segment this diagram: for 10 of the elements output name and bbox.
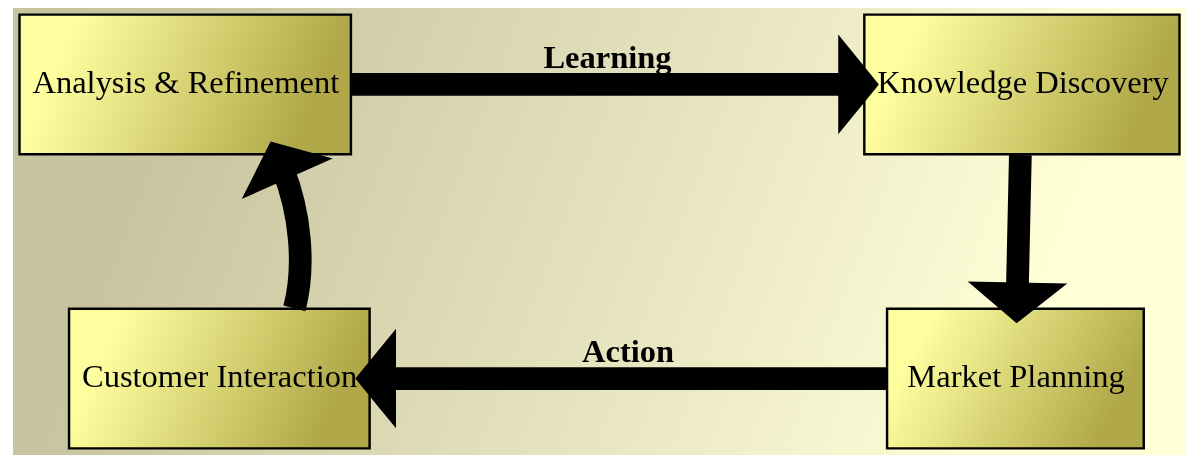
- edge-label: Action: [582, 333, 675, 370]
- node-box: Analysis & Refinement: [18, 13, 353, 156]
- arrow: [967, 154, 1068, 324]
- node-box: Knowledge Discovery: [863, 13, 1181, 156]
- arrow: [355, 328, 888, 429]
- edge-label: Learning: [543, 39, 672, 76]
- node-box: Market Planning: [885, 307, 1145, 450]
- arrow: [351, 34, 879, 135]
- arrow: [241, 141, 333, 311]
- node-box: Customer Interaction: [67, 307, 371, 450]
